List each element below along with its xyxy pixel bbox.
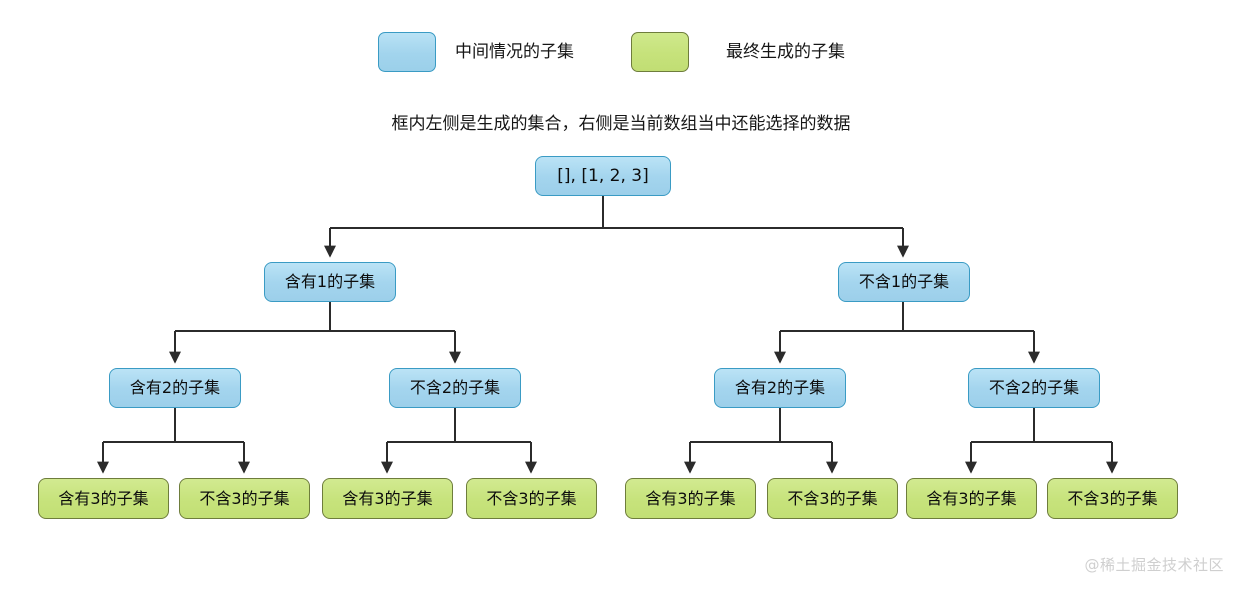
leaf-contains-3-4[interactable]: 含有3的子集 [906,478,1037,519]
leaf-excludes-3-3[interactable]: 不含3的子集 [767,478,898,519]
edges-level2-c-to-leaves [684,408,838,474]
leaf-contains-3-1[interactable]: 含有3的子集 [38,478,169,519]
node-excludes-2-a[interactable]: 不含2的子集 [389,368,521,408]
edges-root-to-level1 [324,196,909,258]
legend-swatch-final [631,32,689,72]
leaf-excludes-3-2[interactable]: 不含3的子集 [466,478,597,519]
leaf-contains-3-3[interactable]: 含有3的子集 [625,478,756,519]
node-excludes-1[interactable]: 不含1的子集 [838,262,970,302]
node-contains-2-a[interactable]: 含有2的子集 [109,368,241,408]
node-root[interactable]: [], [1, 2, 3] [535,156,671,196]
node-excludes-2-b[interactable]: 不含2的子集 [968,368,1100,408]
node-contains-2-b[interactable]: 含有2的子集 [714,368,846,408]
legend-label-intermediate: 中间情况的子集 [455,42,574,62]
edges-level2-b-to-leaves [381,408,537,474]
edges-level2-a-to-leaves [97,408,250,474]
legend-swatch-intermediate [378,32,436,72]
edges-level2-d-to-leaves [965,408,1118,474]
legend-label-final: 最终生成的子集 [726,42,845,62]
leaf-excludes-3-1[interactable]: 不含3的子集 [179,478,310,519]
edges-level1-left-to-level2 [169,302,461,364]
leaf-excludes-3-4[interactable]: 不含3的子集 [1047,478,1178,519]
edges-level1-right-to-level2 [774,302,1040,364]
leaf-contains-3-2[interactable]: 含有3的子集 [322,478,453,519]
node-contains-1[interactable]: 含有1的子集 [264,262,396,302]
watermark: @稀土掘金技术社区 [1084,556,1224,574]
diagram-note: 框内左侧是生成的集合，右侧是当前数组当中还能选择的数据 [391,114,851,134]
